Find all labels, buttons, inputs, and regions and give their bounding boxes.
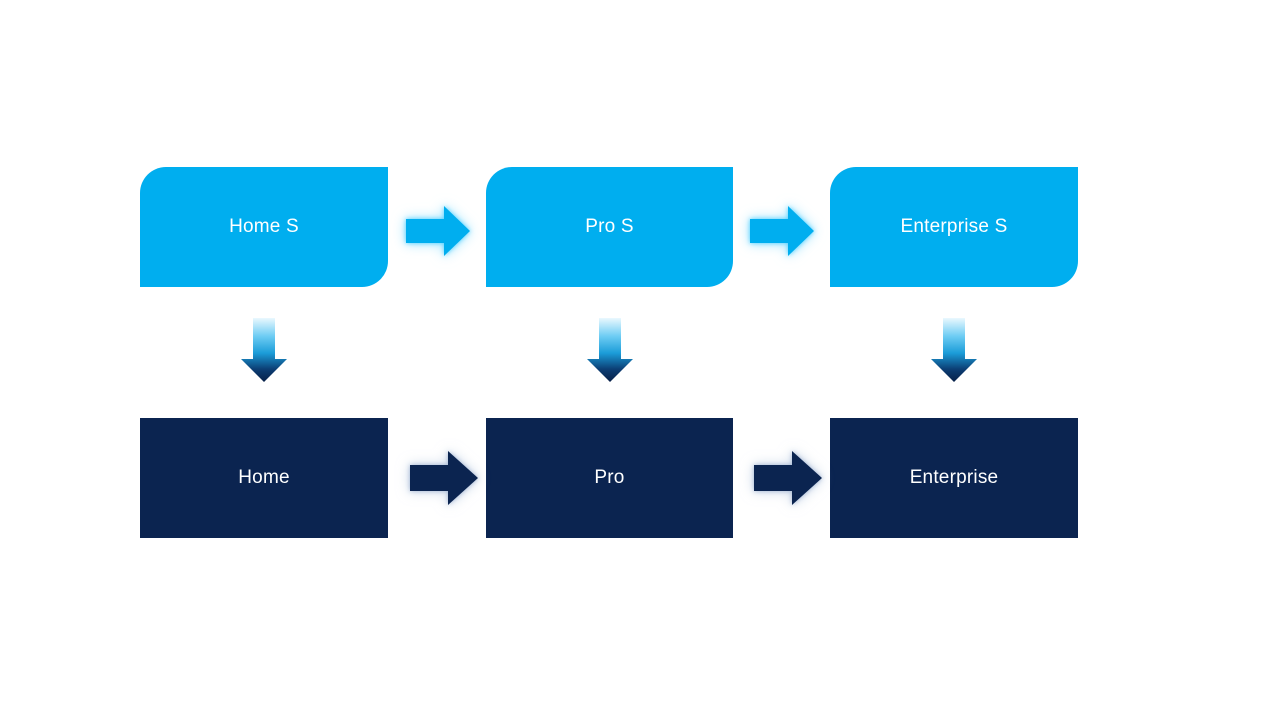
down-arrow-icon <box>587 318 633 382</box>
node-label: Enterprise S <box>900 216 1008 237</box>
down-arrow-icon <box>241 318 287 382</box>
node-home: Home <box>140 418 388 538</box>
node-label: Home <box>238 467 290 488</box>
node-pro: Pro <box>486 418 733 538</box>
node-label: Home S <box>229 216 299 237</box>
right-arrow-icon <box>410 451 478 505</box>
right-arrow-icon <box>754 451 822 505</box>
node-enterprise: Enterprise <box>830 418 1078 538</box>
down-arrow-icon <box>931 318 977 382</box>
node-label: Pro S <box>585 216 634 237</box>
right-arrow-icon <box>750 206 814 256</box>
node-label: Enterprise <box>909 467 999 488</box>
node-home-s: Home S <box>140 167 388 287</box>
node-enterprise-s: Enterprise S <box>830 167 1078 287</box>
right-arrow-icon <box>406 206 470 256</box>
node-pro-s: Pro S <box>486 167 733 287</box>
node-label: Pro <box>594 467 625 488</box>
